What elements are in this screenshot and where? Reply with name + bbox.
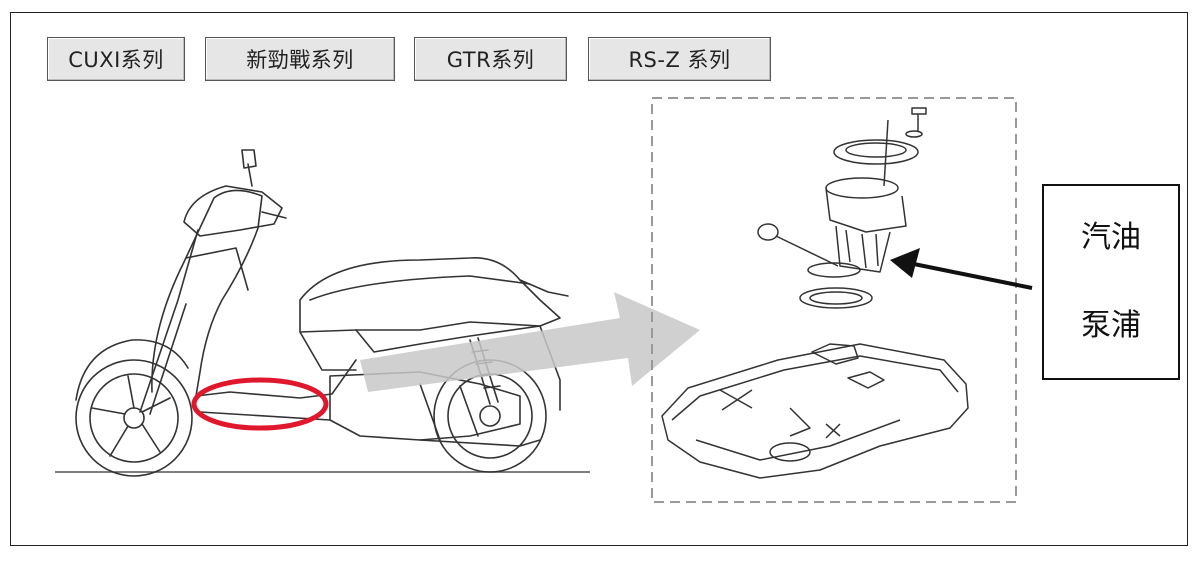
tab-gtr-series[interactable]: GTR系列 [414,37,567,81]
fuel-pump-callout-box: 汽油 泵浦 [1042,184,1180,380]
fuel-pump-exploded-parts [757,107,927,309]
tab-new-cygnus-series[interactable]: 新勁戰系列 [205,37,395,81]
callout-line-1: 汽油 [1081,220,1141,255]
fuel-tank-drawing [661,343,969,479]
callout-line-2: 泵浦 [1081,308,1141,343]
scooter-illustration [75,149,569,477]
fuel-tank-highlight-ellipse [191,377,329,431]
callout-arrow [890,248,1033,290]
front-wheel [75,359,193,477]
exploded-view-dashed-box [651,97,1017,503]
tab-cuxi-series[interactable]: CUXI系列 [47,37,185,81]
gray-pointer-arrow [360,292,700,392]
tab-rs-z-series[interactable]: RS-Z 系列 [588,37,771,81]
